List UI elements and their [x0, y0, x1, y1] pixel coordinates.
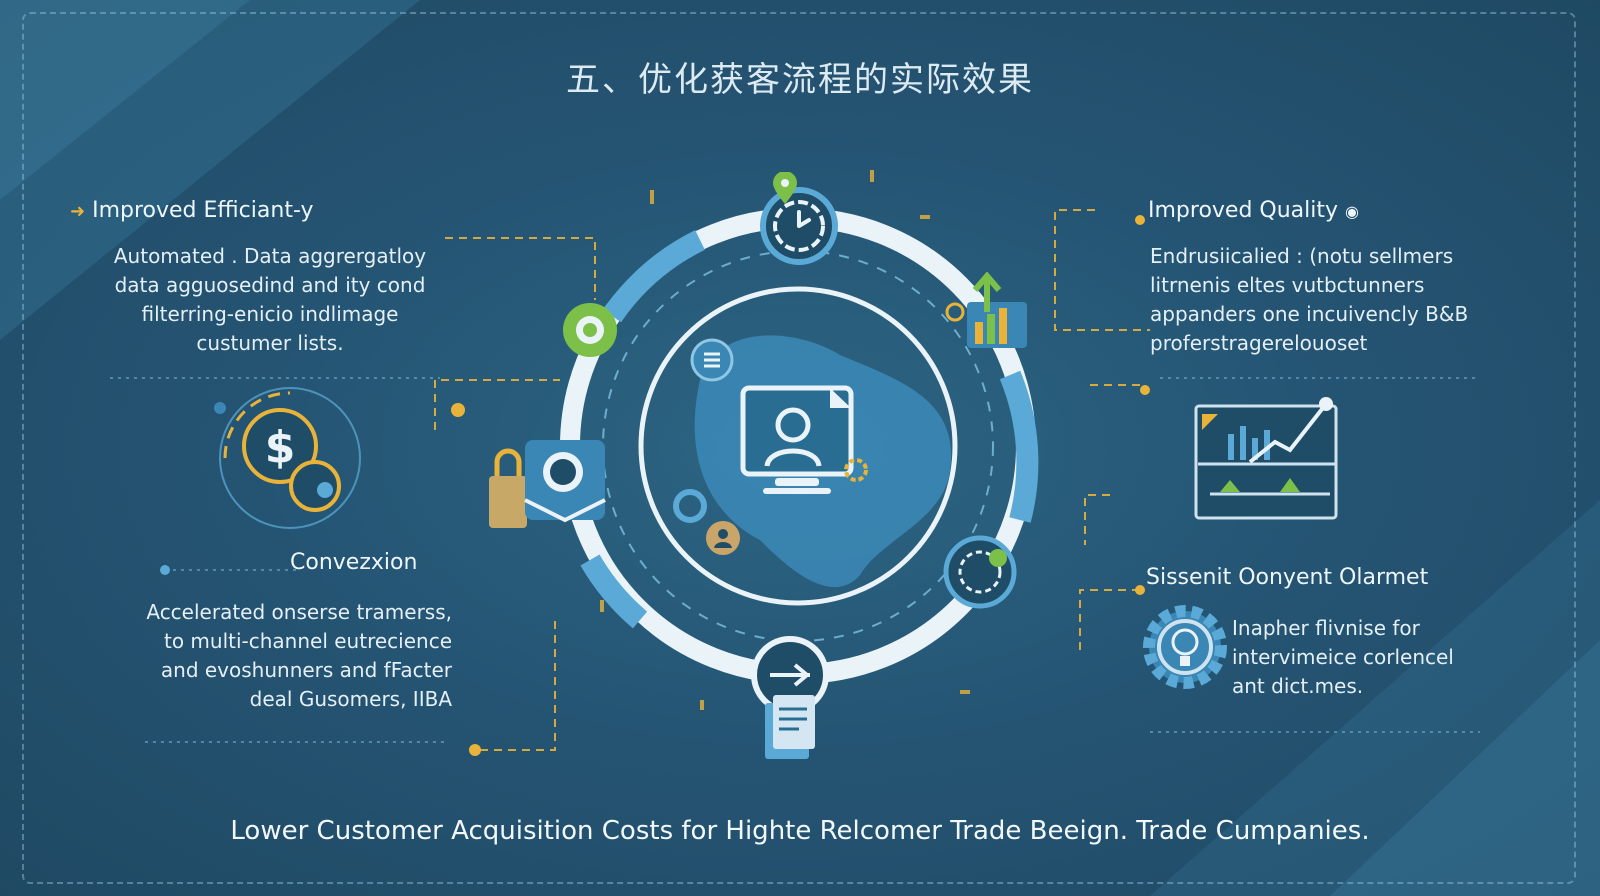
target-icon: [943, 535, 1017, 609]
conversion-heading: Convezxion: [290, 550, 418, 575]
shield-badge-icon: [563, 303, 617, 357]
quality-line-3: appanders one incuivencly B&B: [1150, 302, 1469, 326]
growth-chart-icon: [945, 272, 1027, 348]
lock-icon: [489, 440, 606, 528]
efficiency-heading: ➜ Improved Efficiant-y: [70, 198, 314, 223]
conversion-body: Accelerated onserse tramerss, to multi-c…: [80, 598, 452, 714]
gear-small-icon: [844, 458, 868, 482]
omnichannel-line-3: ant dict.mes.: [1232, 674, 1364, 698]
dollar-coin-icon: $: [214, 387, 361, 529]
svg-text:$: $: [265, 422, 296, 473]
efficiency-line-3: filterring-enicio indlimage: [141, 302, 399, 326]
efficiency-line-4: custumer lists.: [196, 331, 344, 355]
omnichannel-line-1: Inapher flivnise for: [1232, 616, 1420, 640]
conversion-line-1: Accelerated onserse tramerss,: [146, 600, 452, 624]
location-pin-icon: [773, 172, 797, 204]
document-icon: [751, 636, 829, 759]
omnichannel-heading: Sissenit Oonyent Olarmet: [1146, 565, 1429, 590]
quality-heading: Improved Quality ◉: [1148, 198, 1359, 223]
quality-line-1: Endrusiicalied : (notu sellmers: [1150, 244, 1454, 268]
conversion-line-3: and evoshunners and fFacter: [160, 658, 452, 682]
gear-icon: [1143, 605, 1227, 689]
page-title: 五、优化获客流程的实际效果: [566, 60, 1034, 100]
arrow-right-icon: ➜: [70, 201, 86, 222]
conversion-line-4: deal Gusomers, IIBA: [249, 687, 452, 711]
person-icon: [706, 521, 740, 555]
list-icon: [690, 338, 734, 382]
dashed-frame: [22, 12, 1576, 884]
footer-text: Lower Customer Acquisition Costs for Hig…: [230, 816, 1370, 846]
inner-ring: [638, 286, 958, 606]
bar-chart-icon: [1194, 397, 1338, 520]
user-profile-icon: [740, 385, 854, 494]
target-small-icon: ◉: [1345, 202, 1359, 221]
quality-body: Endrusiicalied : (notu sellmers litrneni…: [1150, 242, 1550, 358]
omnichannel-line-2: intervimeice corlencel: [1232, 645, 1454, 669]
clock-icon: [760, 187, 838, 265]
efficiency-line-2: data agguosedind and ity cond: [114, 273, 426, 297]
circle-icon: [673, 489, 707, 523]
conversion-line-2: to multi-channel eutrecience: [163, 629, 452, 653]
efficiency-line-1: Automated . Data aggrergatloy: [113, 244, 427, 268]
omnichannel-body: Inapher flivnise for intervimeice corlen…: [1232, 614, 1562, 701]
lightbulb-icon: [1171, 628, 1199, 666]
quality-line-2: litrnenis eltes vutbctunners: [1150, 273, 1425, 297]
efficiency-body: Automated . Data aggrergatloy data agguo…: [60, 242, 480, 358]
quality-line-4: proferstragerelouoset: [1150, 331, 1368, 355]
